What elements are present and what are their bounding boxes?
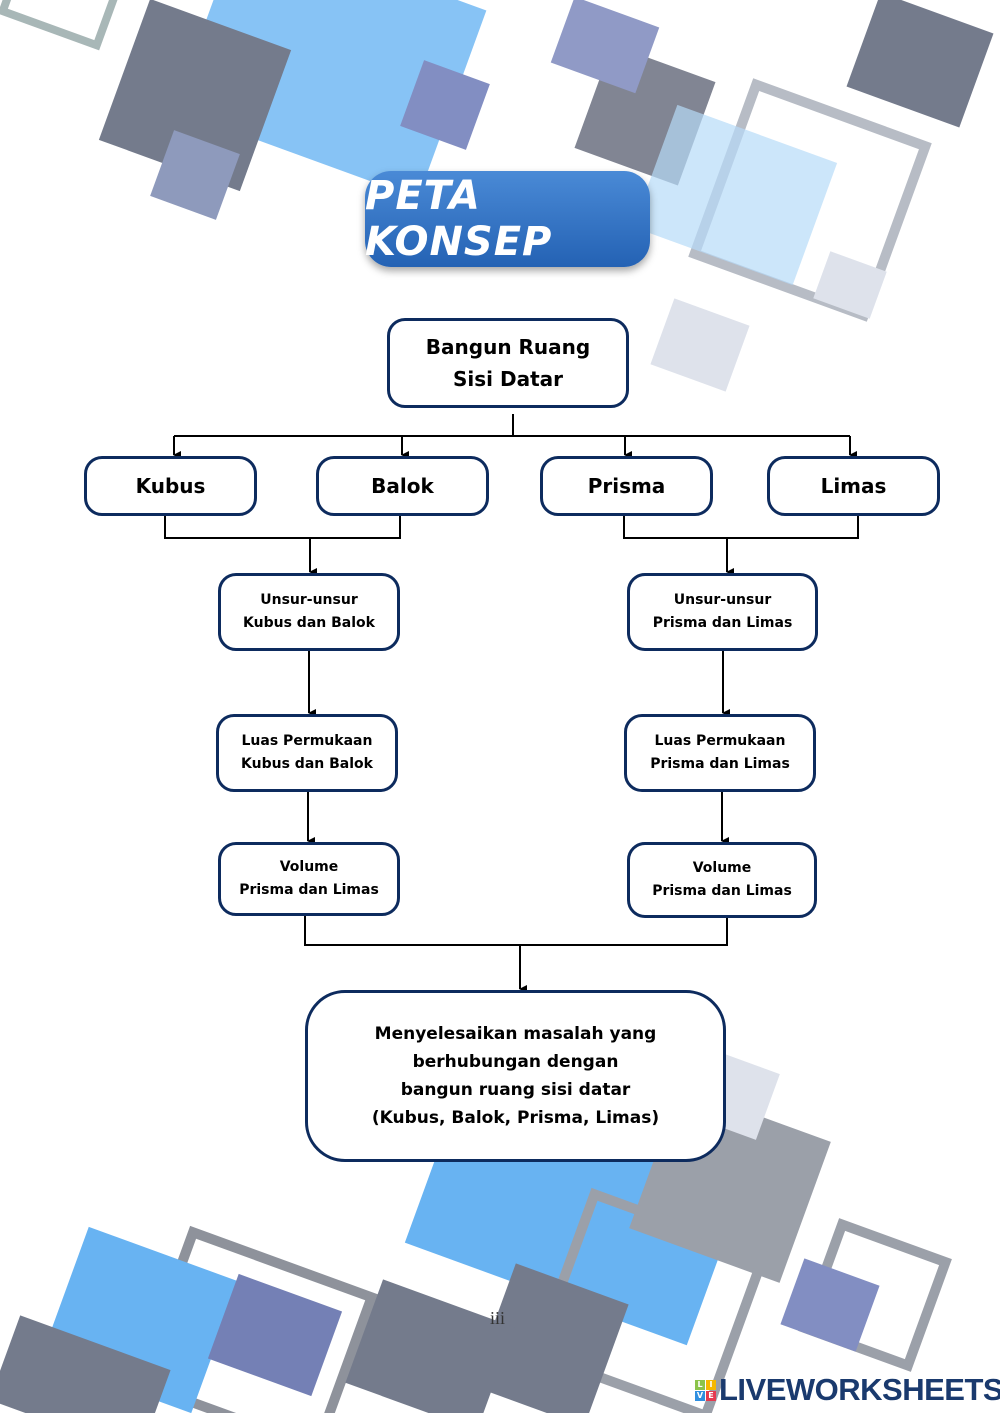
- logo-text: LIVEWORKSHEETS: [719, 1372, 1000, 1407]
- logo-tile: I: [706, 1379, 716, 1390]
- node-prisma: Prisma: [540, 456, 713, 516]
- node-volume-right: Volume Prisma dan Limas: [627, 842, 817, 918]
- node-root: Bangun Ruang Sisi Datar: [387, 318, 629, 408]
- logo-tile: E: [706, 1390, 716, 1401]
- node-balok: Balok: [316, 456, 489, 516]
- node-luas-kubus-balok: Luas Permukaan Kubus dan Balok: [216, 714, 398, 792]
- node-luas-prisma-limas: Luas Permukaan Prisma dan Limas: [624, 714, 816, 792]
- node-final: Menyelesaikan masalah yang berhubungan d…: [305, 990, 726, 1162]
- node-limas: Limas: [767, 456, 940, 516]
- node-volume-left: Volume Prisma dan Limas: [218, 842, 400, 916]
- node-unsur-prisma-limas: Unsur-unsur Prisma dan Limas: [627, 573, 818, 651]
- node-kubus: Kubus: [84, 456, 257, 516]
- logo-tile: V: [695, 1390, 705, 1401]
- logo-tile: L: [695, 1379, 705, 1390]
- page-number: iii: [490, 1308, 506, 1328]
- node-unsur-kubus-balok: Unsur-unsur Kubus dan Balok: [218, 573, 400, 651]
- title-banner: PETA KONSEP: [365, 171, 650, 267]
